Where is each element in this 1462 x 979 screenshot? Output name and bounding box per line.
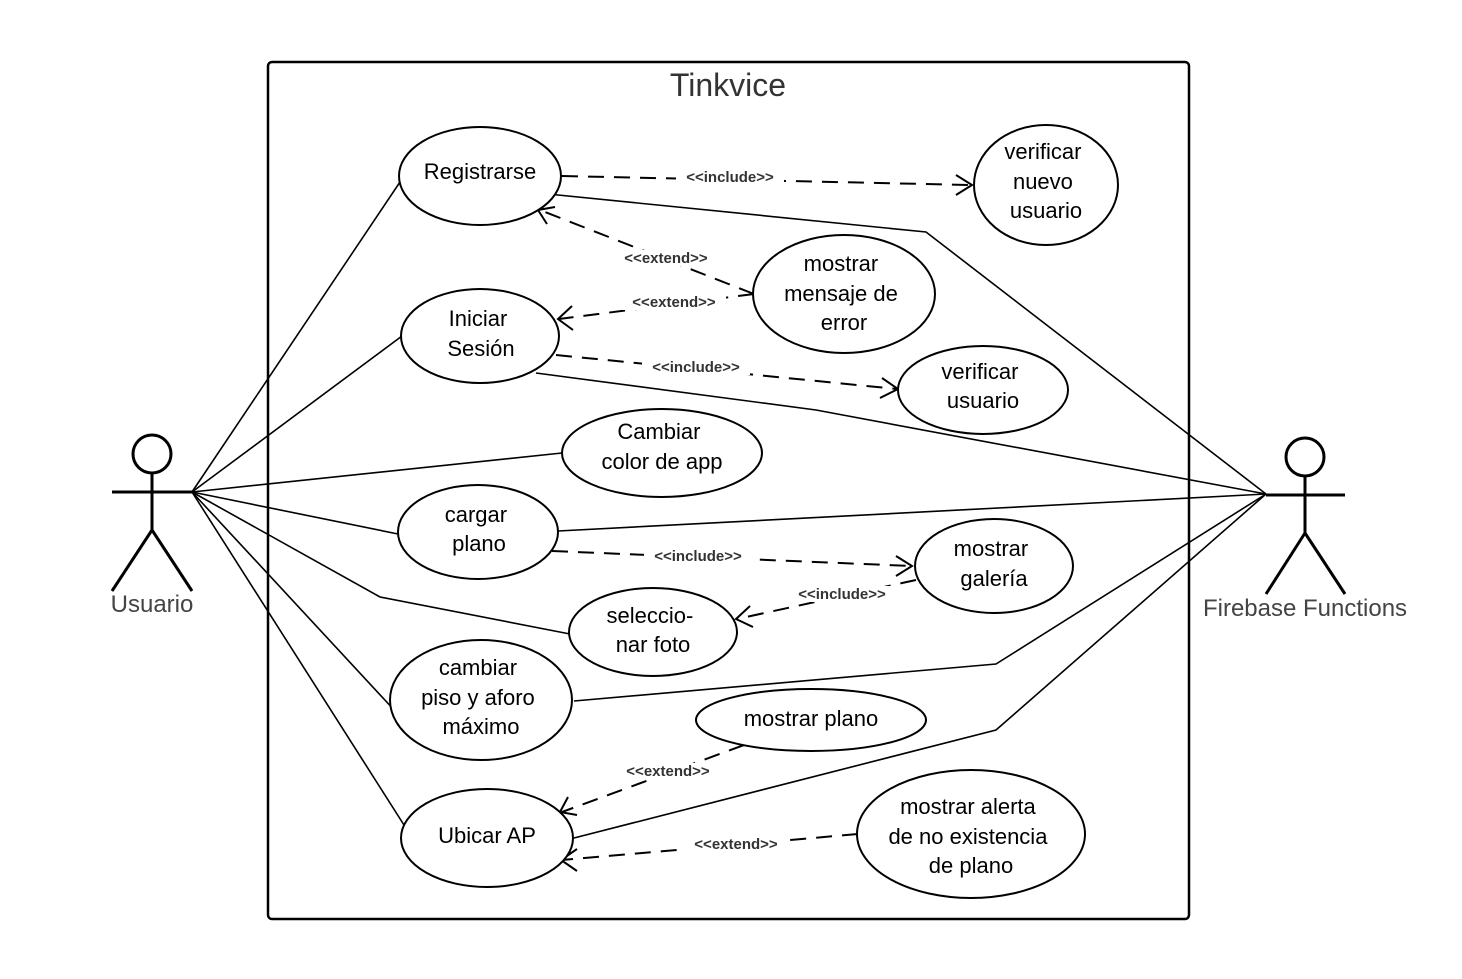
- svg-text:Registrarse: Registrarse: [424, 159, 536, 184]
- use-case-verificar-nuevo-usuario[interactable]: verificar nuevo usuario: [973, 124, 1119, 246]
- label-extend-registro: <<extend>>: [624, 250, 708, 267]
- assoc-usuario-ubicar-ap: [191, 491, 405, 826]
- actor-left-leg: [110, 529, 154, 592]
- uc-text: mostrar plano: [744, 706, 879, 731]
- uc-text: nar foto: [616, 632, 691, 657]
- use-case-verificar-usuario[interactable]: verificar usuario: [897, 345, 1069, 435]
- uc-text: Ubicar AP: [438, 823, 536, 848]
- actor-right-leg: [1303, 532, 1347, 595]
- uc-text: Cambiar: [617, 419, 700, 444]
- label-include-registro: <<include>>: [686, 169, 774, 186]
- arrowhead-seleccionar-foto: [734, 605, 754, 628]
- uc-text: de plano: [929, 853, 1013, 878]
- svg-text:mostrar mensaje de: mostrar mensaje de error: [784, 251, 904, 335]
- label-extend-plano: <<extend>>: [626, 763, 710, 780]
- uc-text: Sesión: [447, 336, 514, 361]
- svg-text:cambiar piso y aforo: cambiar piso y aforo máximo: [421, 655, 541, 739]
- uc-text: usuario: [1010, 198, 1082, 223]
- uc-text: plano: [452, 531, 506, 556]
- include-registrarse-verificar-nuevo: [561, 175, 971, 186]
- actor-left-leg: [1264, 532, 1307, 595]
- svg-text:cargar plano: cargar plano: [445, 502, 513, 556]
- label-extend-sesion: <<extend>>: [632, 294, 716, 311]
- actor-usuario-label: Usuario: [111, 591, 194, 618]
- dependency-relations: [536, 174, 974, 872]
- uc-text: Registrarse: [424, 159, 536, 184]
- uc-text: Iniciar: [449, 306, 508, 331]
- extend-alerta-ubicar-ap: [561, 833, 859, 861]
- uc-text: galería: [960, 566, 1028, 591]
- use-case-mostrar-mensaje-error[interactable]: mostrar mensaje de error: [752, 234, 936, 354]
- use-case-seleccionar-foto[interactable]: seleccio- nar foto: [568, 587, 738, 677]
- assoc-usuario-cambiar-color: [191, 452, 563, 493]
- use-case-mostrar-galeria[interactable]: mostrar galería: [914, 518, 1074, 614]
- use-case-registrarse[interactable]: Registrarse: [398, 126, 562, 226]
- uc-text: usuario: [947, 388, 1019, 413]
- use-case-mostrar-alerta[interactable]: mostrar alerta de no existencia de plano: [856, 769, 1086, 899]
- uc-text: máximo: [442, 714, 519, 739]
- assoc-usuario-iniciar-sesion: [191, 335, 403, 493]
- svg-text:Cambiar color de app: Cambiar color de app: [601, 419, 722, 474]
- arrowhead-verificar-nuevo: [955, 174, 974, 196]
- assoc-firebase-ubicar-ap: [573, 493, 1267, 839]
- uc-text: verificar: [1004, 139, 1081, 164]
- svg-text:mostrar alerta de no exi: mostrar alerta de no existencia de plano: [888, 794, 1053, 878]
- assoc-usuario-cambiar-piso: [191, 491, 397, 713]
- use-case-cargar-plano[interactable]: cargar plano: [397, 484, 559, 580]
- include-cargar-plano-galeria: [551, 550, 913, 567]
- uc-text: nuevo: [1013, 169, 1073, 194]
- svg-text:Iniciar Sesión: Iniciar Sesión: [447, 306, 514, 361]
- svg-text:mostrar galería: mostrar galería: [954, 536, 1035, 591]
- label-include-foto: <<include>>: [798, 586, 886, 603]
- assoc-firebase-registrarse: [537, 192, 1267, 495]
- use-case-mostrar-plano[interactable]: mostrar plano: [695, 688, 927, 752]
- uc-text: mostrar: [804, 251, 879, 276]
- actor-head: [1284, 436, 1326, 478]
- extend-mostrar-plano-ubicar-ap: [561, 744, 745, 813]
- relation-labels: <<include>> <<extend>> <<extend>> <<incl…: [614, 169, 896, 853]
- actor-right-leg: [150, 529, 194, 592]
- use-case-ubicar-ap[interactable]: Ubicar AP: [400, 788, 574, 888]
- actor-firebase-functions[interactable]: Firebase Functions: [1203, 436, 1407, 622]
- assoc-usuario-cargar-plano: [191, 491, 399, 535]
- label-extend-alerta: <<extend>>: [694, 836, 778, 853]
- svg-text:Ubicar AP: Ubicar AP: [438, 823, 536, 848]
- uc-text: mostrar: [954, 536, 1029, 561]
- use-case-cambiar-color[interactable]: Cambiar color de app: [561, 408, 763, 498]
- use-case-iniciar-sesion[interactable]: Iniciar Sesión: [400, 288, 560, 384]
- uc-text: de no existencia: [888, 824, 1048, 849]
- assoc-firebase-cambiar-piso: [573, 493, 1267, 702]
- use-case-cambiar-piso[interactable]: cambiar piso y aforo máximo: [389, 639, 573, 761]
- uc-text: error: [821, 310, 867, 335]
- label-include-sesion: <<include>>: [652, 359, 740, 376]
- svg-text:verificar nuevo us: verificar nuevo usuario: [1004, 139, 1087, 223]
- uc-text: cambiar: [439, 655, 517, 680]
- system-title: Tinkvice: [670, 67, 786, 103]
- uc-text: mensaje de: [784, 281, 898, 306]
- arrowhead-galeria: [895, 555, 914, 577]
- assoc-usuario-registrarse: [191, 181, 401, 493]
- uc-text: cargar: [445, 502, 507, 527]
- actor-usuario[interactable]: Usuario: [110, 433, 194, 618]
- usuario-associations: [191, 181, 571, 826]
- uc-text: verificar: [941, 359, 1018, 384]
- uc-text: piso y aforo: [421, 685, 535, 710]
- svg-text:seleccio- nar foto: seleccio- nar foto: [607, 603, 700, 657]
- actor-firebase-label: Firebase Functions: [1203, 595, 1407, 622]
- firebase-associations: [535, 192, 1267, 839]
- svg-text:mostrar plano: mostrar plano: [744, 706, 879, 731]
- assoc-firebase-iniciar-sesion: [535, 372, 1267, 495]
- svg-text:verificar usuario: verificar usuario: [941, 359, 1024, 413]
- uc-text: seleccio-: [607, 603, 694, 628]
- uc-text: color de app: [601, 449, 722, 474]
- assoc-usuario-seleccionar-foto: [191, 491, 571, 635]
- assoc-firebase-cargar-plano: [557, 493, 1267, 532]
- arrowhead-iniciar-sesion: [556, 305, 574, 331]
- uc-text: mostrar alerta: [900, 794, 1036, 819]
- actor-head: [131, 433, 173, 475]
- label-include-galeria: <<include>>: [654, 548, 742, 565]
